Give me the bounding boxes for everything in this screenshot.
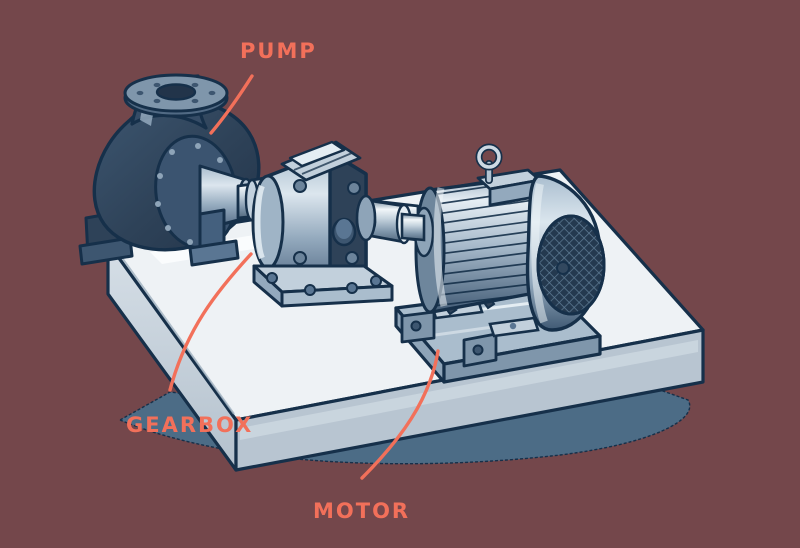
label-gearbox: GEARBOX <box>126 413 253 437</box>
ribbed-cover <box>280 140 362 182</box>
label-pump: PUMP <box>240 39 317 63</box>
pump-assembly <box>78 73 261 267</box>
annotation-layer: PUMP GEARBOX MOTOR <box>126 39 440 523</box>
label-motor: MOTOR <box>313 499 410 523</box>
leader-line-pump <box>209 74 254 135</box>
leader-line-motor <box>360 349 440 480</box>
leader-line-gearbox <box>168 252 253 392</box>
jack-bolt-blocks <box>400 310 498 368</box>
motor-assembly <box>394 143 606 384</box>
annotation-gearbox[interactable]: GEARBOX <box>126 252 253 437</box>
annotation-pump[interactable]: PUMP <box>209 39 317 135</box>
lifting-eye <box>475 143 503 184</box>
suction-flange <box>123 73 229 118</box>
annotation-motor[interactable]: MOTOR <box>313 349 440 523</box>
gearbox-bolts <box>293 179 361 265</box>
gearbox-assembly <box>251 140 394 308</box>
mesh-grille <box>536 214 606 316</box>
mounting-feet <box>252 264 394 308</box>
pedestal-support <box>188 208 240 267</box>
